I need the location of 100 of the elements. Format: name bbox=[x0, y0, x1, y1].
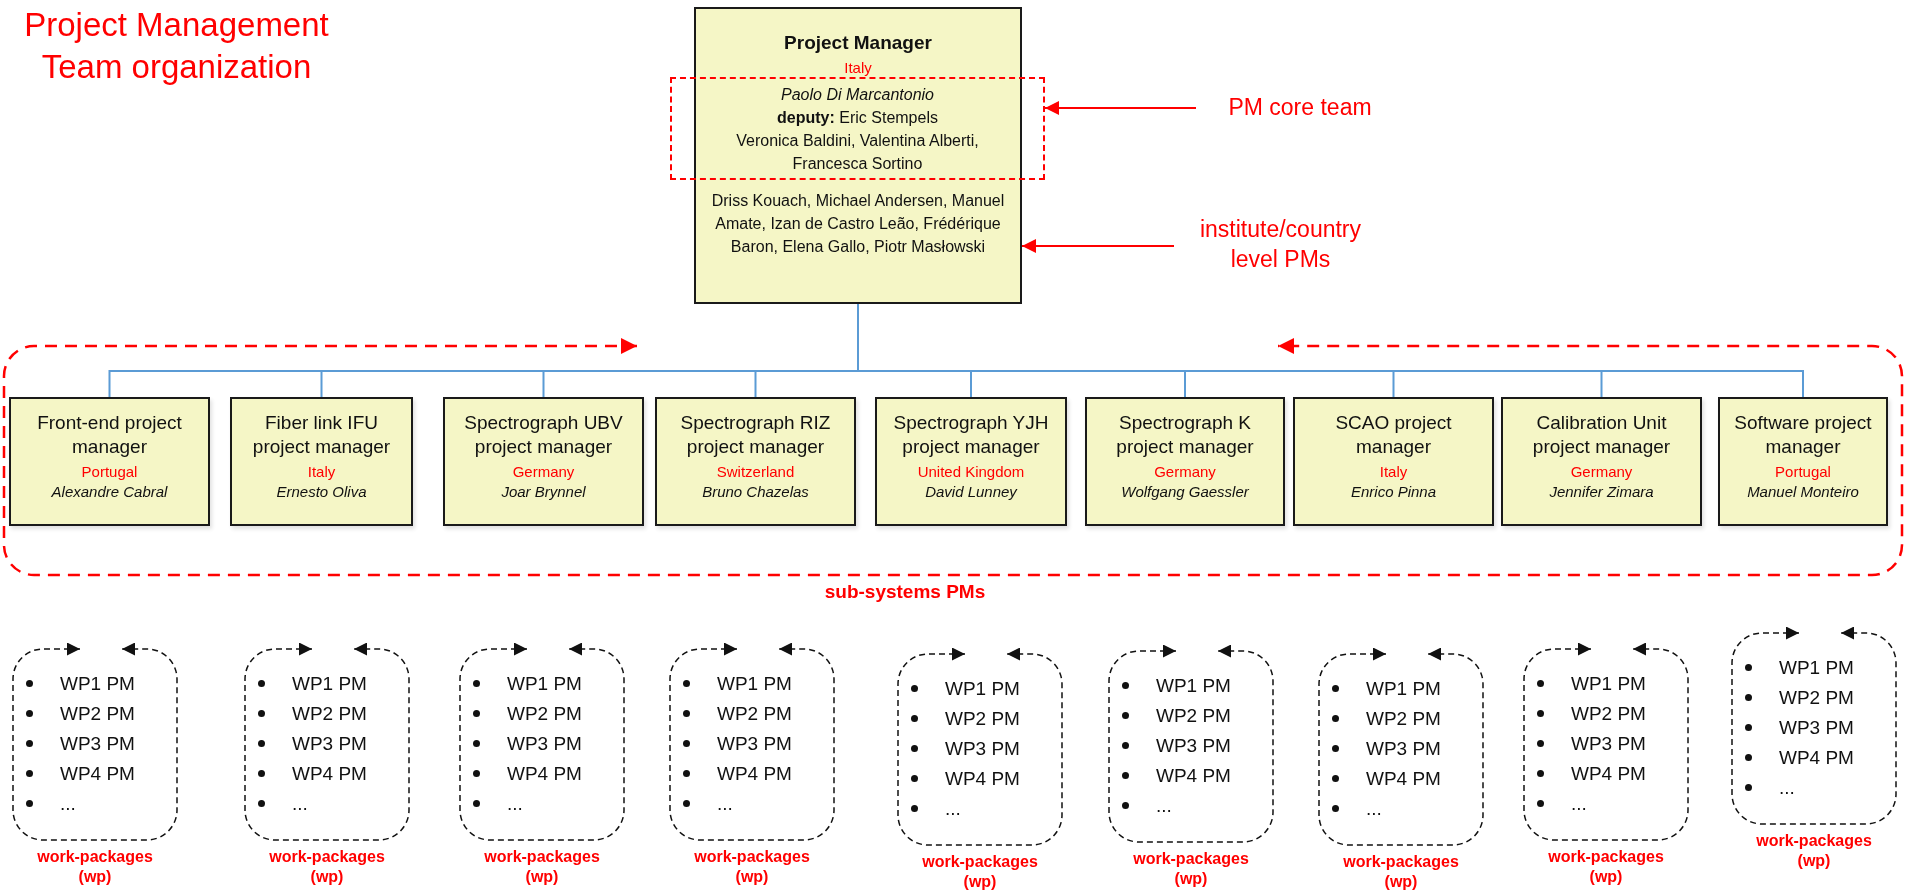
person-name: Wolfgang Gaessler bbox=[1120, 482, 1250, 502]
country-label: Portugal bbox=[1774, 462, 1832, 482]
list-item: WP1 PM bbox=[1366, 677, 1441, 701]
list-item: ... bbox=[1156, 794, 1172, 818]
group-label: work-packages (wp) bbox=[1342, 852, 1460, 892]
list-item: WP1 PM bbox=[60, 672, 135, 696]
list-item: WP2 PM bbox=[60, 702, 135, 726]
list-item: WP3 PM bbox=[945, 737, 1020, 761]
list-item: WP4 PM bbox=[1779, 746, 1854, 770]
list-item: WP3 PM bbox=[1571, 732, 1646, 756]
manager-box bbox=[1501, 397, 1702, 526]
group-label: work-packages (wp) bbox=[693, 847, 811, 887]
person-name: Jennifer Zimara bbox=[1548, 482, 1655, 502]
person-name: Ernesto Oliva bbox=[275, 482, 368, 502]
team-members: Driss Kouach, Michael Andersen, Manuel Amate, Izan de Castro Leão, Frédérique Baron, Elena Gallo, Piotr Masłowski bbox=[710, 191, 1006, 257]
list-item: WP3 PM bbox=[60, 732, 135, 756]
person-name: Paolo Di Marcantonio bbox=[780, 85, 935, 105]
group-label: work-packages (wp) bbox=[1547, 847, 1665, 887]
list-item: ... bbox=[1779, 776, 1795, 800]
list-item: WP4 PM bbox=[292, 762, 367, 786]
group-label: work-packages (wp) bbox=[921, 852, 1039, 892]
manager-box bbox=[443, 397, 644, 526]
role-title: Spectrograph K project manager bbox=[1115, 411, 1255, 459]
role-title: Software project manager bbox=[1733, 411, 1873, 459]
manager-box bbox=[1718, 397, 1888, 526]
manager-box bbox=[9, 397, 210, 526]
list-item: WP1 PM bbox=[1779, 656, 1854, 680]
list-item: WP2 PM bbox=[1779, 686, 1854, 710]
list-item: WP2 PM bbox=[507, 702, 582, 726]
team-members: deputy: Eric Stempels bbox=[776, 108, 939, 128]
list-item: WP3 PM bbox=[292, 732, 367, 756]
role-title: Spectrograph RIZ project manager bbox=[679, 411, 832, 459]
list-item: WP4 PM bbox=[945, 767, 1020, 791]
list-item: WP4 PM bbox=[507, 762, 582, 786]
person-name: Enrico Pinna bbox=[1349, 482, 1438, 502]
arrow bbox=[1045, 101, 1196, 115]
country-label: Switzerland bbox=[715, 462, 796, 482]
role-title: Project Manager bbox=[783, 31, 933, 55]
list-item: ... bbox=[507, 792, 523, 816]
role-title: Calibration Unit project manager bbox=[1531, 411, 1672, 459]
dashed-highlight-box bbox=[670, 77, 1045, 180]
list-item: WP2 PM bbox=[1366, 707, 1441, 731]
team-members: Veronica Baldini, Valentina Alberti, Francesca Sortino bbox=[735, 131, 980, 174]
list-item: WP4 PM bbox=[60, 762, 135, 786]
list-item: WP3 PM bbox=[1156, 734, 1231, 758]
list-item: ... bbox=[1366, 797, 1382, 821]
country-label: Germany bbox=[1569, 462, 1634, 482]
country-label: United Kingdom bbox=[916, 462, 1026, 482]
list-item: WP4 PM bbox=[717, 762, 792, 786]
manager-box bbox=[655, 397, 856, 526]
list-item: WP2 PM bbox=[945, 707, 1020, 731]
role-title: Fiber link IFU project manager bbox=[251, 411, 392, 459]
list-item: WP3 PM bbox=[717, 732, 792, 756]
person-name: Joar Brynnel bbox=[500, 482, 587, 502]
list-item: WP4 PM bbox=[1156, 764, 1231, 788]
country-label: Portugal bbox=[80, 462, 139, 482]
list-item: WP3 PM bbox=[507, 732, 582, 756]
person-name: David Lunney bbox=[924, 482, 1019, 502]
list-item: WP1 PM bbox=[507, 672, 582, 696]
list-item: ... bbox=[1571, 792, 1587, 816]
manager-box bbox=[1085, 397, 1285, 526]
person-name: Bruno Chazelas bbox=[701, 482, 810, 502]
group-label: work-packages (wp) bbox=[483, 847, 601, 887]
list-item: WP1 PM bbox=[717, 672, 792, 696]
country-label: Germany bbox=[1153, 462, 1217, 482]
annotation-text: institute/country level PMs bbox=[1178, 214, 1383, 278]
list-item: WP2 PM bbox=[1156, 704, 1231, 728]
role-title: Spectrograph YJH project manager bbox=[892, 411, 1050, 459]
annotation-text: PM core team bbox=[1200, 92, 1400, 124]
manager-box bbox=[230, 397, 413, 526]
list-item: WP3 PM bbox=[1366, 737, 1441, 761]
list-item: WP4 PM bbox=[1571, 762, 1646, 786]
list-item: WP1 PM bbox=[292, 672, 367, 696]
list-item: WP2 PM bbox=[1571, 702, 1646, 726]
group-label: work-packages (wp) bbox=[268, 847, 386, 887]
list-item: ... bbox=[717, 792, 733, 816]
list-item: WP1 PM bbox=[1571, 672, 1646, 696]
role-title: Spectrograph UBV project manager bbox=[463, 411, 624, 459]
country-label: Italy bbox=[306, 462, 337, 482]
list-item: WP1 PM bbox=[945, 677, 1020, 701]
group-label: work-packages (wp) bbox=[36, 847, 154, 887]
role-title: Front-end project manager bbox=[36, 411, 183, 459]
diagram-title: Project Management Team organization bbox=[23, 5, 330, 87]
role-title: SCAO project manager bbox=[1334, 411, 1453, 459]
person-name: Alexandre Cabral bbox=[50, 482, 169, 502]
list-item: WP2 PM bbox=[292, 702, 367, 726]
country-label: Germany bbox=[511, 462, 576, 482]
list-item: ... bbox=[292, 792, 308, 816]
country-label: Italy bbox=[1378, 462, 1409, 482]
arrow bbox=[1022, 239, 1174, 253]
group-label: work-packages (wp) bbox=[1132, 849, 1250, 889]
manager-box bbox=[875, 397, 1067, 526]
group-label: work-packages (wp) bbox=[1755, 831, 1873, 871]
list-item: WP3 PM bbox=[1779, 716, 1854, 740]
country-label: Italy bbox=[843, 59, 873, 77]
list-item: WP1 PM bbox=[1156, 674, 1231, 698]
manager-box bbox=[1293, 397, 1494, 526]
person-name: Manuel Monteiro bbox=[1746, 482, 1860, 502]
list-item: ... bbox=[945, 797, 961, 821]
group-label: sub-systems PMs bbox=[823, 581, 987, 603]
